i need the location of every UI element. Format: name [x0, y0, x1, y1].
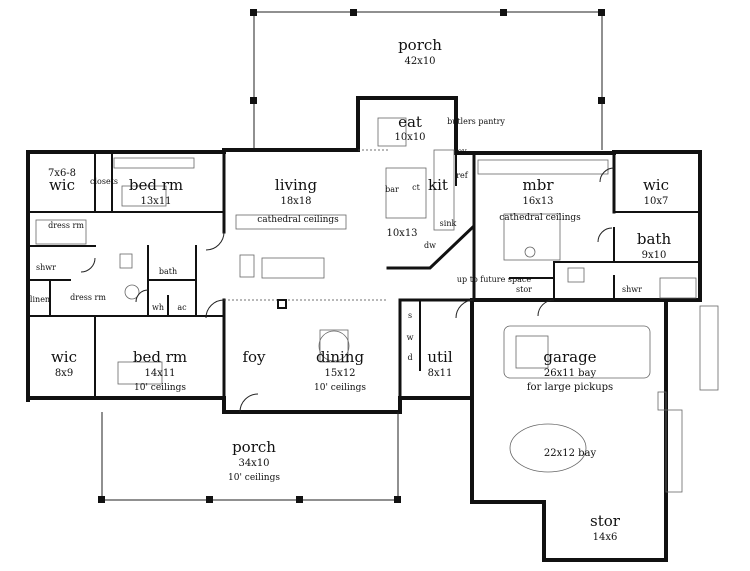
- interior-walls: [27, 109, 701, 400]
- exterior-walls: [26, 96, 702, 562]
- bed-bottom-dim: 14x11: [144, 368, 175, 379]
- bed-top-dim: 13x11: [140, 196, 171, 207]
- bar-label: bar: [385, 185, 399, 194]
- mbr-dim: 16x13: [522, 196, 553, 207]
- wic-left-top-name: wic: [49, 176, 75, 194]
- eat-name: eat: [398, 113, 422, 131]
- ov-label: ov: [457, 147, 467, 156]
- dining-note: 10' ceilings: [314, 383, 366, 393]
- eat-dim: 10x10: [394, 132, 425, 143]
- dress-rm-bottom-label: dress rm: [70, 293, 106, 302]
- stor-bottom-dim: 14x6: [593, 532, 618, 543]
- sink-label: sink: [440, 219, 457, 228]
- mbr-note: cathedral ceilings: [499, 213, 581, 223]
- util-name: util: [427, 348, 452, 366]
- wic-left-bottom-dim: 8x9: [55, 368, 73, 379]
- ac-label: ac: [177, 303, 187, 312]
- garage-dim: 26x11 bay: [544, 368, 597, 379]
- living-dim: 18x18: [280, 196, 311, 207]
- dining-name: dining: [316, 348, 365, 366]
- dress-rm-top-label: dress rm: [48, 221, 84, 230]
- wic-right-dim: 10x7: [644, 196, 669, 207]
- living-note: cathedral ceilings: [257, 215, 339, 225]
- ct-label: ct: [412, 183, 420, 192]
- bed-bottom-name: bed rm: [133, 348, 187, 366]
- garage-note: for large pickups: [527, 382, 613, 393]
- garage-name: garage: [543, 348, 596, 366]
- bath-left-label: bath: [159, 267, 177, 276]
- wic-left-bottom-name: wic: [51, 348, 77, 366]
- porch-top-dim: 42x10: [404, 56, 435, 67]
- wic-right-name: wic: [643, 176, 669, 194]
- util-dim: 8x11: [428, 368, 453, 379]
- porch-top-name: porch: [398, 36, 442, 54]
- porch-bottom-name: porch: [232, 438, 276, 456]
- dining-dim: 15x12: [324, 368, 355, 379]
- wh-label: wh: [152, 303, 164, 312]
- butlers-pantry-label: butlers pantry: [447, 117, 505, 126]
- stor-small-label: stor: [516, 285, 532, 294]
- bed-bottom-note: 10' ceilings: [134, 383, 186, 393]
- living-name: living: [275, 176, 318, 194]
- stor-bottom-name: stor: [590, 512, 621, 530]
- porch-bottom-note: 10' ceilings: [228, 473, 280, 483]
- bath-right-dim: 9x10: [642, 250, 667, 261]
- fixtures: [35, 117, 719, 503]
- garage-bay: 22x12 bay: [544, 448, 597, 459]
- dw-label: dw: [424, 241, 436, 250]
- top-porch-outline: [250, 9, 605, 150]
- mbr-name: mbr: [523, 176, 555, 194]
- shwr-right-label: shwr: [622, 285, 642, 294]
- porch-bottom-dim: 34x10: [238, 458, 269, 469]
- s-label: s: [408, 311, 412, 320]
- up-to-future-label: up to future space: [457, 275, 531, 284]
- closets-label: closets: [90, 177, 118, 186]
- kit-name: kit: [428, 176, 448, 194]
- d-label: d: [407, 353, 412, 362]
- w-label: w: [407, 333, 414, 342]
- shwr-left-label: shwr: [36, 263, 56, 272]
- bed-top-name: bed rm: [129, 176, 183, 194]
- room-labels: porch 42x10 eat 10x10 butlers pantry kit…: [30, 36, 672, 543]
- kitchen-dim: 10x13: [386, 228, 417, 239]
- foy-name: foy: [242, 348, 266, 366]
- bath-right-name: bath: [637, 230, 672, 248]
- wic-left-top-dim: 7x6-8: [48, 168, 76, 179]
- linen-label: linen: [30, 295, 50, 304]
- ref-label: ref: [456, 171, 469, 180]
